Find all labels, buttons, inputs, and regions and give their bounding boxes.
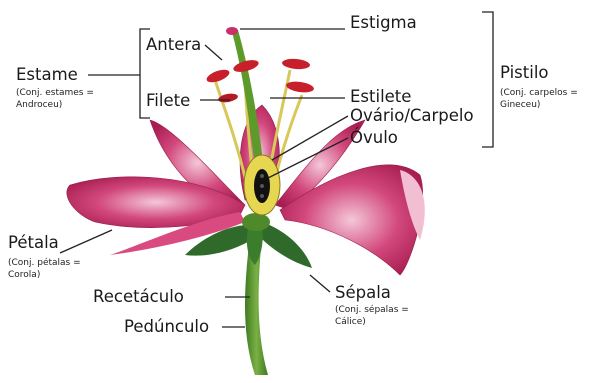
note-pistilo-1: (Conj. carpelos =: [500, 88, 578, 99]
ovule-dot: [260, 184, 264, 188]
label-pistilo: Pistilo: [500, 64, 549, 82]
label-sepala: Sépala: [335, 284, 391, 302]
anther-4: [285, 80, 314, 94]
label-estame: Estame: [16, 66, 78, 84]
label-petala: Pétala: [8, 234, 59, 252]
label-filete: Filete: [146, 92, 190, 110]
label-pedunculo: Pedúnculo: [124, 318, 209, 336]
label-estigma: Estigma: [350, 14, 417, 32]
label-estilete: Estilete: [350, 88, 411, 106]
note-sepala-1: (Conj. sépalas =: [335, 305, 409, 316]
ovule-dot: [260, 194, 264, 198]
label-ovulo: Óvulo: [350, 129, 398, 147]
note-estame-2: Androceu): [16, 100, 62, 111]
label-ovario: Ovário/Carpelo: [350, 107, 474, 125]
note-estame-1: (Conj. estames =: [16, 88, 94, 99]
anther-1: [205, 67, 231, 85]
receptacle: [242, 213, 270, 231]
note-sepala-2: Cálice): [335, 317, 366, 328]
label-antera: Antera: [146, 36, 201, 54]
ovule-dot: [260, 174, 264, 178]
stigma: [226, 27, 238, 35]
note-pistilo-2: Gineceu): [500, 100, 540, 111]
note-petala-1: (Conj. pétalas =: [8, 258, 81, 269]
sepal-right: [258, 222, 312, 268]
label-recetaculo: Recetáculo: [93, 288, 184, 306]
anther-3: [282, 58, 311, 70]
note-petala-2: Corola): [8, 270, 40, 281]
